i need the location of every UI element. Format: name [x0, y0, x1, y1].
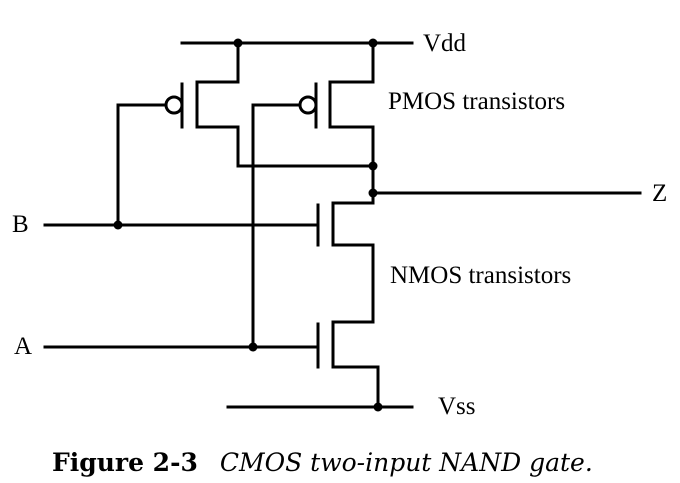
junction-dot [368, 161, 378, 171]
input-b-wire [43, 103, 320, 227]
junction-dot [368, 188, 378, 198]
input-a-wire [43, 103, 320, 349]
junction-dot [368, 38, 378, 48]
vdd-label: Vdd [423, 30, 467, 57]
input-b-label: B [12, 211, 29, 238]
nmos-transistor-b [316, 191, 375, 324]
pmos-transistor-b [164, 41, 240, 168]
vss-label: Vss [438, 393, 476, 420]
junction-dot [233, 38, 243, 48]
output-node-wire [371, 164, 642, 195]
pmos-transistor-a [298, 41, 375, 168]
junction-dot [373, 402, 383, 412]
nmos-label: NMOS transistors [390, 262, 571, 289]
junction-dot [113, 220, 123, 230]
nmos-transistor-a [316, 320, 380, 409]
figure-caption: Figure 2-3 CMOS two-input NAND gate. [52, 448, 593, 477]
figure-caption-text: CMOS two-input NAND gate. [220, 448, 593, 477]
input-a-label: A [14, 333, 32, 360]
pmos-label: PMOS transistors [388, 88, 565, 115]
output-z-label: Z [652, 180, 667, 207]
figure-number: Figure 2-3 [52, 448, 198, 477]
junction-dot [248, 342, 258, 352]
